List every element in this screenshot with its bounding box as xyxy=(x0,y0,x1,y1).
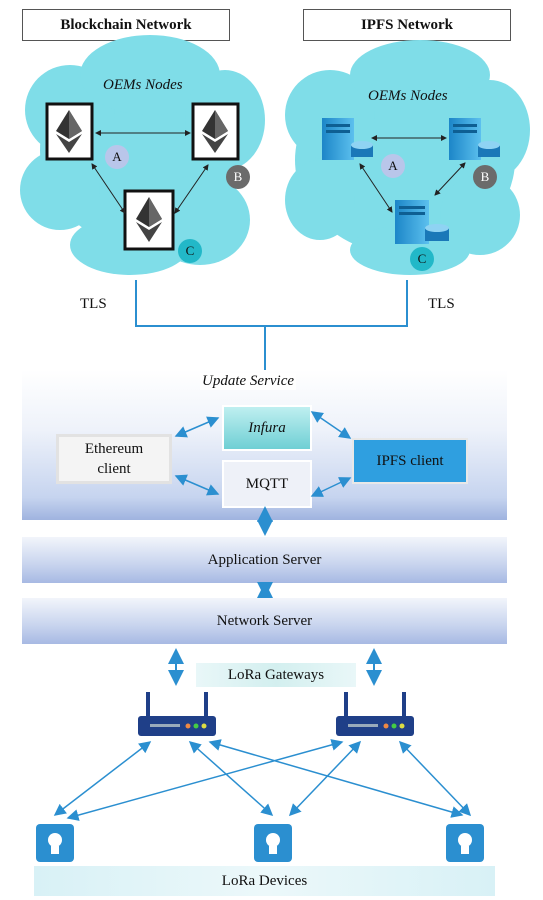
tls-right-label: TLS xyxy=(428,296,455,312)
lora-gateways-label: LoRa Gateways xyxy=(196,663,356,687)
ipfs-server-a-icon xyxy=(322,118,373,160)
eth-node-b-icon xyxy=(191,102,240,161)
network-server-band: Network Server xyxy=(22,598,507,644)
lora-device-2-icon xyxy=(254,824,292,862)
bc-node-a-label: A xyxy=(112,149,122,164)
lora-device-3-icon xyxy=(446,824,484,862)
gateway-right-icon xyxy=(336,692,414,736)
ipfs-client-box: IPFS client xyxy=(352,438,468,484)
ipfs-node-a-label: A xyxy=(388,158,398,173)
bc-node-c-label: C xyxy=(185,243,195,258)
ipfs-node-b-label: B xyxy=(480,169,490,184)
infura-box: Infura xyxy=(222,405,312,451)
lora-devices-band: LoRa Devices xyxy=(34,866,495,896)
eth-node-c-icon xyxy=(123,189,175,251)
ipfs-cloud-label: OEMs Nodes xyxy=(368,88,448,104)
tls-left-label: TLS xyxy=(80,296,107,312)
ipfs-cloud xyxy=(285,40,530,275)
lora-device-1-icon xyxy=(36,824,74,862)
eth-node-a-icon xyxy=(45,102,94,161)
bc-node-b-label: B xyxy=(233,169,243,184)
update-service-title: Update Service xyxy=(200,373,297,390)
ipfs-network-title: IPFS Network xyxy=(303,9,511,41)
ethereum-client-box: Ethereum client xyxy=(56,434,172,484)
blockchain-network-title: Blockchain Network xyxy=(22,9,230,41)
ipfs-node-c-label: C xyxy=(417,251,427,266)
ipfs-server-c-icon xyxy=(395,200,449,244)
application-server-band: Application Server xyxy=(22,537,507,583)
ipfs-server-b-icon xyxy=(449,118,500,160)
gateway-left-icon xyxy=(138,692,216,736)
blockchain-cloud-label: OEMs Nodes xyxy=(103,77,183,93)
